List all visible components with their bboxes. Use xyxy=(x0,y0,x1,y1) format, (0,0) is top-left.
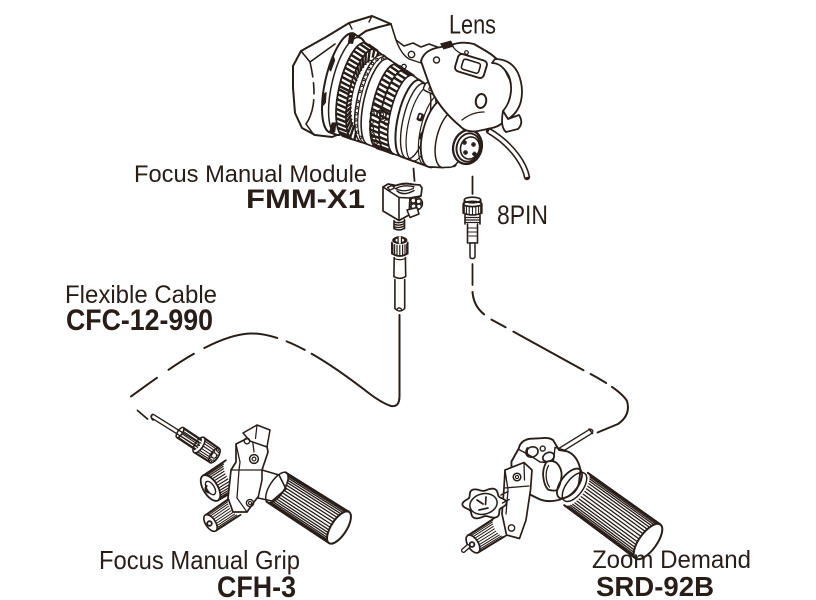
svg-text:Flexible Cable: Flexible Cable xyxy=(65,281,217,309)
svg-text:FMM-X1: FMM-X1 xyxy=(246,184,365,214)
svg-text:CFH-3: CFH-3 xyxy=(217,571,296,600)
svg-text:Lens: Lens xyxy=(449,10,496,40)
svg-text:Zoom Demand: Zoom Demand xyxy=(592,546,751,574)
svg-text:SRD-92B: SRD-92B xyxy=(596,571,714,600)
svg-text:8PIN: 8PIN xyxy=(497,200,548,230)
svg-text:Focus Manual Module: Focus Manual Module xyxy=(134,161,367,188)
svg-text:CFC-12-990: CFC-12-990 xyxy=(66,304,213,337)
svg-text:Focus Manual Grip: Focus Manual Grip xyxy=(99,545,300,575)
